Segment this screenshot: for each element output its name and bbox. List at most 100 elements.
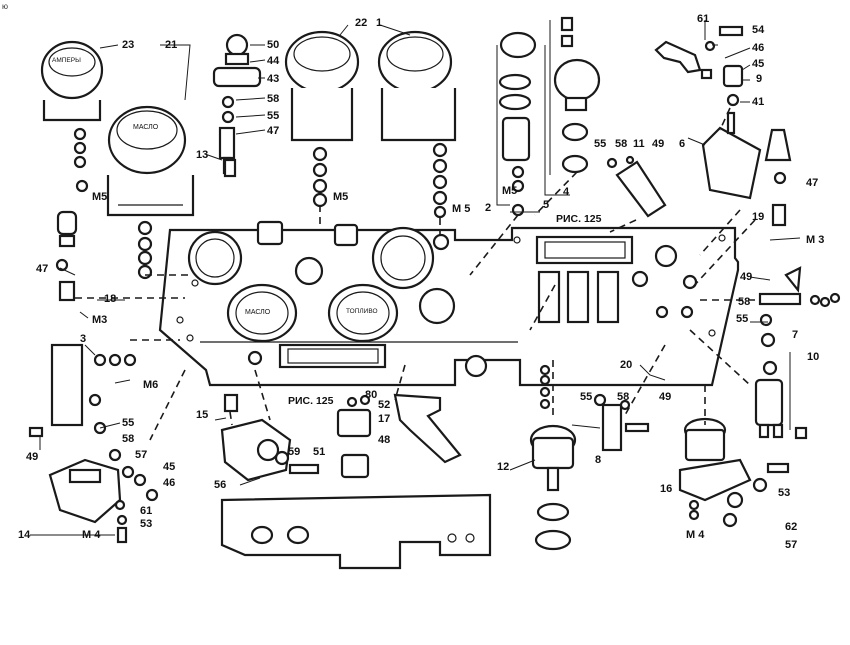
assembly-lines [75,107,760,441]
callout-M5: M5 [502,185,518,197]
callout-8: 8 [595,454,602,466]
callout-62: 62 [785,521,798,533]
gauge-21 [106,105,195,280]
callout-44: 44 [267,55,280,67]
motor-16 [678,417,790,528]
panel-box-3 [28,343,137,438]
relay-6 [701,111,762,200]
bracket-61 [654,25,744,107]
callout-10: 10 [807,351,820,363]
callout-48: 48 [378,434,391,446]
callout-55: 55 [580,391,593,403]
callout-58: 58 [122,433,135,445]
gauge-23 [40,40,104,169]
callout-49: 49 [26,451,39,463]
callout-55: 55 [122,417,135,429]
callout-9: 9 [756,73,763,85]
callout-4: 4 [563,186,570,198]
callout-55: 55 [267,110,280,122]
callout-51: 51 [313,446,326,458]
callout-M3: M3 [92,314,108,326]
bracket-11 [606,155,667,218]
callout-57: 57 [135,449,148,461]
callout-59: 59 [288,446,301,458]
gauge-1 [377,30,457,219]
callout-61: 61 [140,505,153,517]
switch-assembly-50 [212,33,262,175]
fasteners-M5-left [75,179,89,193]
callout-M5: M5 [92,191,108,203]
callout-14: 14 [18,529,31,541]
callout-53: 53 [140,518,153,530]
gauge-22 [284,30,360,208]
gauge-label-oil: МАСЛО [133,124,159,131]
callout-18: 18 [104,293,117,305]
resistor-10 [754,360,808,440]
callout-52: 52 [378,399,391,411]
callout-20: 20 [620,359,633,371]
relay-17 [336,394,372,479]
callout-leaders [30,20,801,536]
callout-16: 16 [660,483,673,495]
callout-1: 1 [376,17,383,29]
callout-22: 22 [355,17,368,29]
callout-41: 41 [752,96,765,108]
page-corner-mark: ю [2,2,8,11]
callout-46: 46 [163,477,176,489]
lamp-47-left [55,210,78,302]
callout-17: 17 [378,413,391,425]
callout-54: 54 [752,24,765,36]
gauge-label-fuel: ТОПЛИВО [346,308,378,315]
callout-12: 12 [497,461,510,473]
relay-14 [48,448,159,544]
instrument-panel [158,220,740,387]
callout-80: 80 [365,389,378,401]
callout-47: 47 [36,263,49,275]
callout-21: 21 [165,39,178,51]
callout-46: 46 [752,42,765,54]
bracket-center [393,393,462,464]
switch-stack-2 [498,31,537,217]
callout-55: 55 [736,313,749,325]
callout-6: 6 [679,138,686,150]
callout-58: 58 [267,93,280,105]
switch-8 [593,393,650,452]
callout-49: 49 [652,138,665,150]
callout-M4: M 4 [686,529,705,541]
callout-45: 45 [752,58,765,70]
callout-49: 49 [740,271,753,283]
callout-M6: M6 [143,379,159,391]
bottom-plate [220,493,492,570]
callout-45: 45 [163,461,176,473]
callout-5: 5 [543,199,550,211]
callout-58: 58 [738,296,751,308]
callout-M4: M 4 [82,529,101,541]
switch-15 [220,393,320,482]
callout-M3: M 3 [806,234,825,246]
callout-55: 55 [594,138,607,150]
callout-M5: M 5 [452,203,471,215]
switch-7 [758,266,841,348]
callout-61: 61 [697,13,710,25]
callout-15: 15 [196,409,209,421]
callout-fig-ref: РИС. 125 [288,395,334,407]
callout-M5: M5 [333,191,349,203]
callout-49: 49 [659,391,672,403]
callout-fig-ref: РИС. 125 [556,213,602,225]
callout-43: 43 [267,73,280,85]
callout-57: 57 [785,539,798,551]
callout-7: 7 [792,329,799,341]
callout-13: 13 [196,149,209,161]
callout-58: 58 [617,391,630,403]
callout-19: 19 [752,211,765,223]
lamp-47 [764,128,792,227]
switch-12 [529,364,577,551]
callout-47: 47 [806,177,819,189]
bulb-13 [223,158,237,178]
callout-56: 56 [214,479,227,491]
callout-53: 53 [778,487,791,499]
switch-stack-4 [553,16,601,174]
callout-47: 47 [267,125,280,137]
